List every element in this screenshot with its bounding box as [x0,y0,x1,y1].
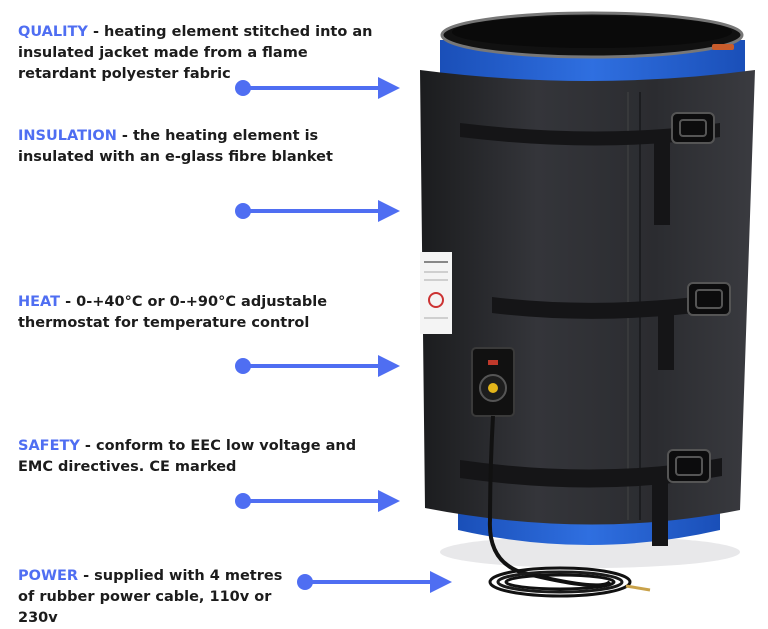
arrow-right-icon [228,355,408,377]
feature-safety-text: - conform to EEC low voltage and EMC dir… [18,438,357,475]
feature-insulation-title: INSULATION [18,128,117,144]
feature-insulation: INSULATION - the heating element is insu… [18,126,388,168]
feature-quality-title: QUALITY [18,24,88,40]
feature-power: POWER - supplied with 4 metres of rubber… [18,566,298,629]
buckle-icon [671,112,715,144]
arrow-right-icon [228,200,408,222]
feature-safety: SAFETY - conform to EEC low voltage and … [18,436,388,478]
feature-heat-title: HEAT [18,294,61,310]
arrow-right-icon [290,571,460,593]
buckle-icon [667,449,711,483]
feature-quality: QUALITY - heating element stitched into … [18,22,388,85]
drum-heater-illustration [398,0,768,618]
feature-heat-text: - 0-+40°C or 0-+90°C adjustable thermost… [18,294,328,331]
feature-safety-title: SAFETY [18,438,80,454]
feature-insulation-text: - the heating element is insulated with … [18,128,333,165]
feature-quality-text: - heating element stitched into an insul… [18,24,373,82]
feature-heat: HEAT - 0-+40°C or 0-+90°C adjustable the… [18,292,388,334]
power-cable [487,415,612,588]
cable-coil [488,566,632,598]
warning-label [420,252,452,334]
feature-power-title: POWER [18,568,79,584]
arrow-right-icon [228,490,408,512]
thermostat-icon [471,347,515,417]
arrow-right-icon [228,77,408,99]
buckle-icon [687,282,731,316]
